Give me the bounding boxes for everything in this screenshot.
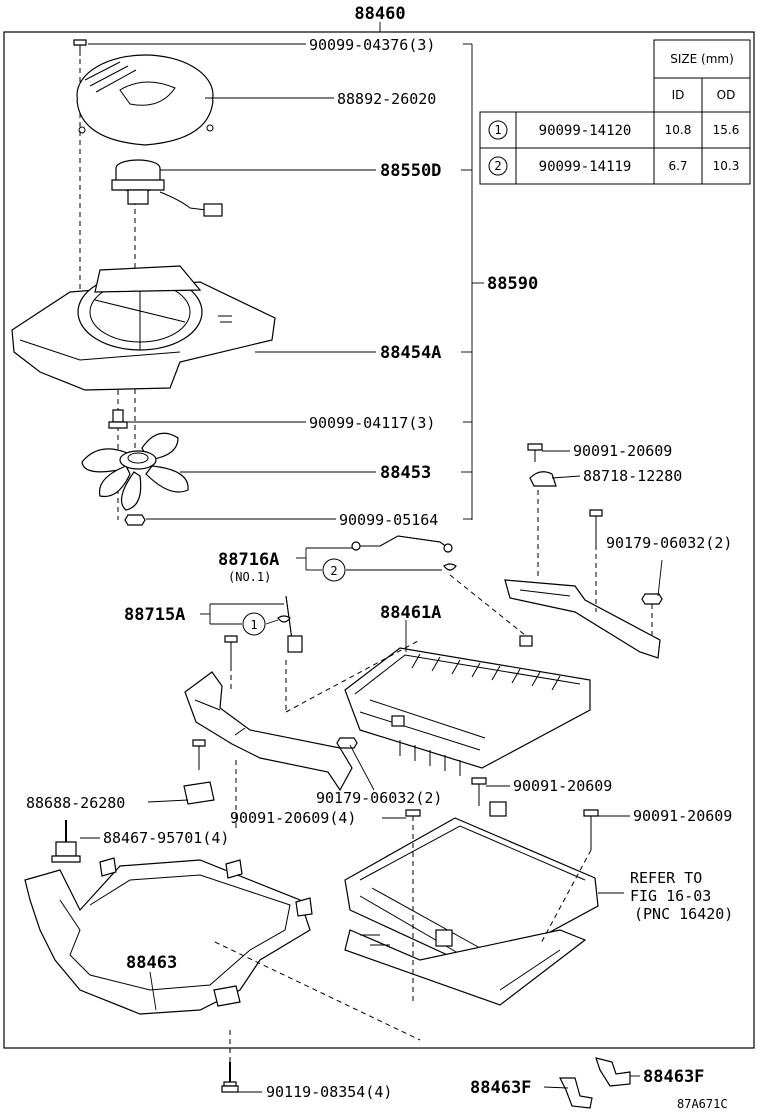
leader-lines xyxy=(80,43,663,1093)
clamp-drawing xyxy=(529,471,557,580)
stud-drawing xyxy=(51,820,81,863)
screw-top-drawing xyxy=(73,39,87,56)
radiator-drawing xyxy=(344,777,599,1006)
size-table-row1-od: 15.6 xyxy=(713,123,740,137)
bracket-f2-drawing xyxy=(595,1057,631,1087)
size-table-row1-part[interactable]: 90099-14120 xyxy=(539,123,632,139)
size-table-row2-part[interactable]: 90099-14119 xyxy=(539,159,632,175)
bolt-br1-drawing xyxy=(527,443,543,462)
size-table-row1-id: 10.8 xyxy=(665,123,692,137)
bolt-bottom-drawing xyxy=(221,1030,239,1093)
callout-2-label: 2 xyxy=(330,564,337,578)
label-bracket-f2[interactable]: 88463F xyxy=(643,1067,704,1087)
refer-line-1[interactable]: REFER TO xyxy=(630,869,702,887)
label-bolt-cond1[interactable]: 90091-20609 xyxy=(513,777,612,795)
bolt-br2-drawing xyxy=(589,509,663,640)
label-pipe-a-note: (NO.1) xyxy=(228,570,271,584)
size-table: SIZE (mm) ID OD 1 90099-14120 10.8 15.6 … xyxy=(479,39,751,185)
label-fan[interactable]: 88453 xyxy=(380,463,431,483)
size-table-row2-id: 6.7 xyxy=(668,159,687,173)
top-part-number[interactable]: 88460 xyxy=(354,4,405,24)
size-table-col-id: ID xyxy=(672,88,685,102)
lower-bracket-drawing xyxy=(183,635,358,830)
label-clamp[interactable]: 88718-12280 xyxy=(583,467,682,485)
label-pipe-b[interactable]: 88715A xyxy=(124,605,185,625)
size-table-row1-mark: 1 xyxy=(494,123,501,137)
motor-drawing xyxy=(111,159,223,217)
condenser-dash xyxy=(285,639,421,713)
label-bolt-cond4[interactable]: 90091-20609 xyxy=(633,807,732,825)
size-table-col-od: OD xyxy=(717,88,736,102)
diagram-code: 87A671C xyxy=(677,1097,728,1111)
shroud-drawing xyxy=(11,265,276,391)
pipe-b-drawing xyxy=(277,595,303,712)
label-condenser[interactable]: 88461A xyxy=(380,603,441,623)
label-screw-mid[interactable]: 90099-04117(3) xyxy=(309,414,435,432)
fan-drawing xyxy=(81,432,189,511)
refer-line-3[interactable]: (PNC 16420) xyxy=(634,905,733,923)
pipe-a-drawing xyxy=(351,535,526,636)
refer-line-2[interactable]: FIG 16-03 xyxy=(630,887,711,905)
callout-1-label: 1 xyxy=(250,618,257,632)
label-cover[interactable]: 88892-26020 xyxy=(337,90,436,108)
frame-drawing xyxy=(24,857,421,1041)
callout-2: 2 xyxy=(322,558,346,582)
condenser-drawing xyxy=(344,635,591,776)
diagram-border xyxy=(3,31,755,1049)
size-table-row2-mark: 2 xyxy=(494,159,501,173)
callout-1: 1 xyxy=(242,612,266,636)
label-bolt-cond3[interactable]: 90091-20609(4) xyxy=(230,809,356,827)
label-assembly[interactable]: 88590 xyxy=(487,274,538,294)
label-bolt-cond2[interactable]: 90179-06032(2) xyxy=(316,789,442,807)
size-table-row2-od: 10.3 xyxy=(713,159,740,173)
upper-bracket-drawing xyxy=(504,579,661,659)
label-nut-fan[interactable]: 90099-05164 xyxy=(339,511,438,529)
label-bracket-f1[interactable]: 88463F xyxy=(470,1078,531,1098)
screw-mid-drawing xyxy=(108,409,128,429)
label-motor[interactable]: 88550D xyxy=(380,161,441,181)
nut-fan-drawing xyxy=(124,514,146,526)
label-screw-top[interactable]: 90099-04376(3) xyxy=(309,36,435,54)
bracket-f1-drawing xyxy=(559,1077,593,1109)
label-bolt-bottom[interactable]: 90119-08354(4) xyxy=(266,1083,392,1101)
label-bracket-left[interactable]: 88688-26280 xyxy=(26,794,125,812)
label-pipe-a[interactable]: 88716A xyxy=(218,550,279,570)
label-stud[interactable]: 88467-95701(4) xyxy=(103,829,229,847)
label-frame[interactable]: 88463 xyxy=(126,953,177,973)
label-shroud[interactable]: 88454A xyxy=(380,343,441,363)
assembly-bracket xyxy=(471,44,484,520)
cover-drawing xyxy=(76,54,214,146)
size-table-header: SIZE (mm) xyxy=(670,52,734,66)
label-bolt-br2[interactable]: 90179-06032(2) xyxy=(606,534,732,552)
label-bolt-br1[interactable]: 90091-20609 xyxy=(573,442,672,460)
